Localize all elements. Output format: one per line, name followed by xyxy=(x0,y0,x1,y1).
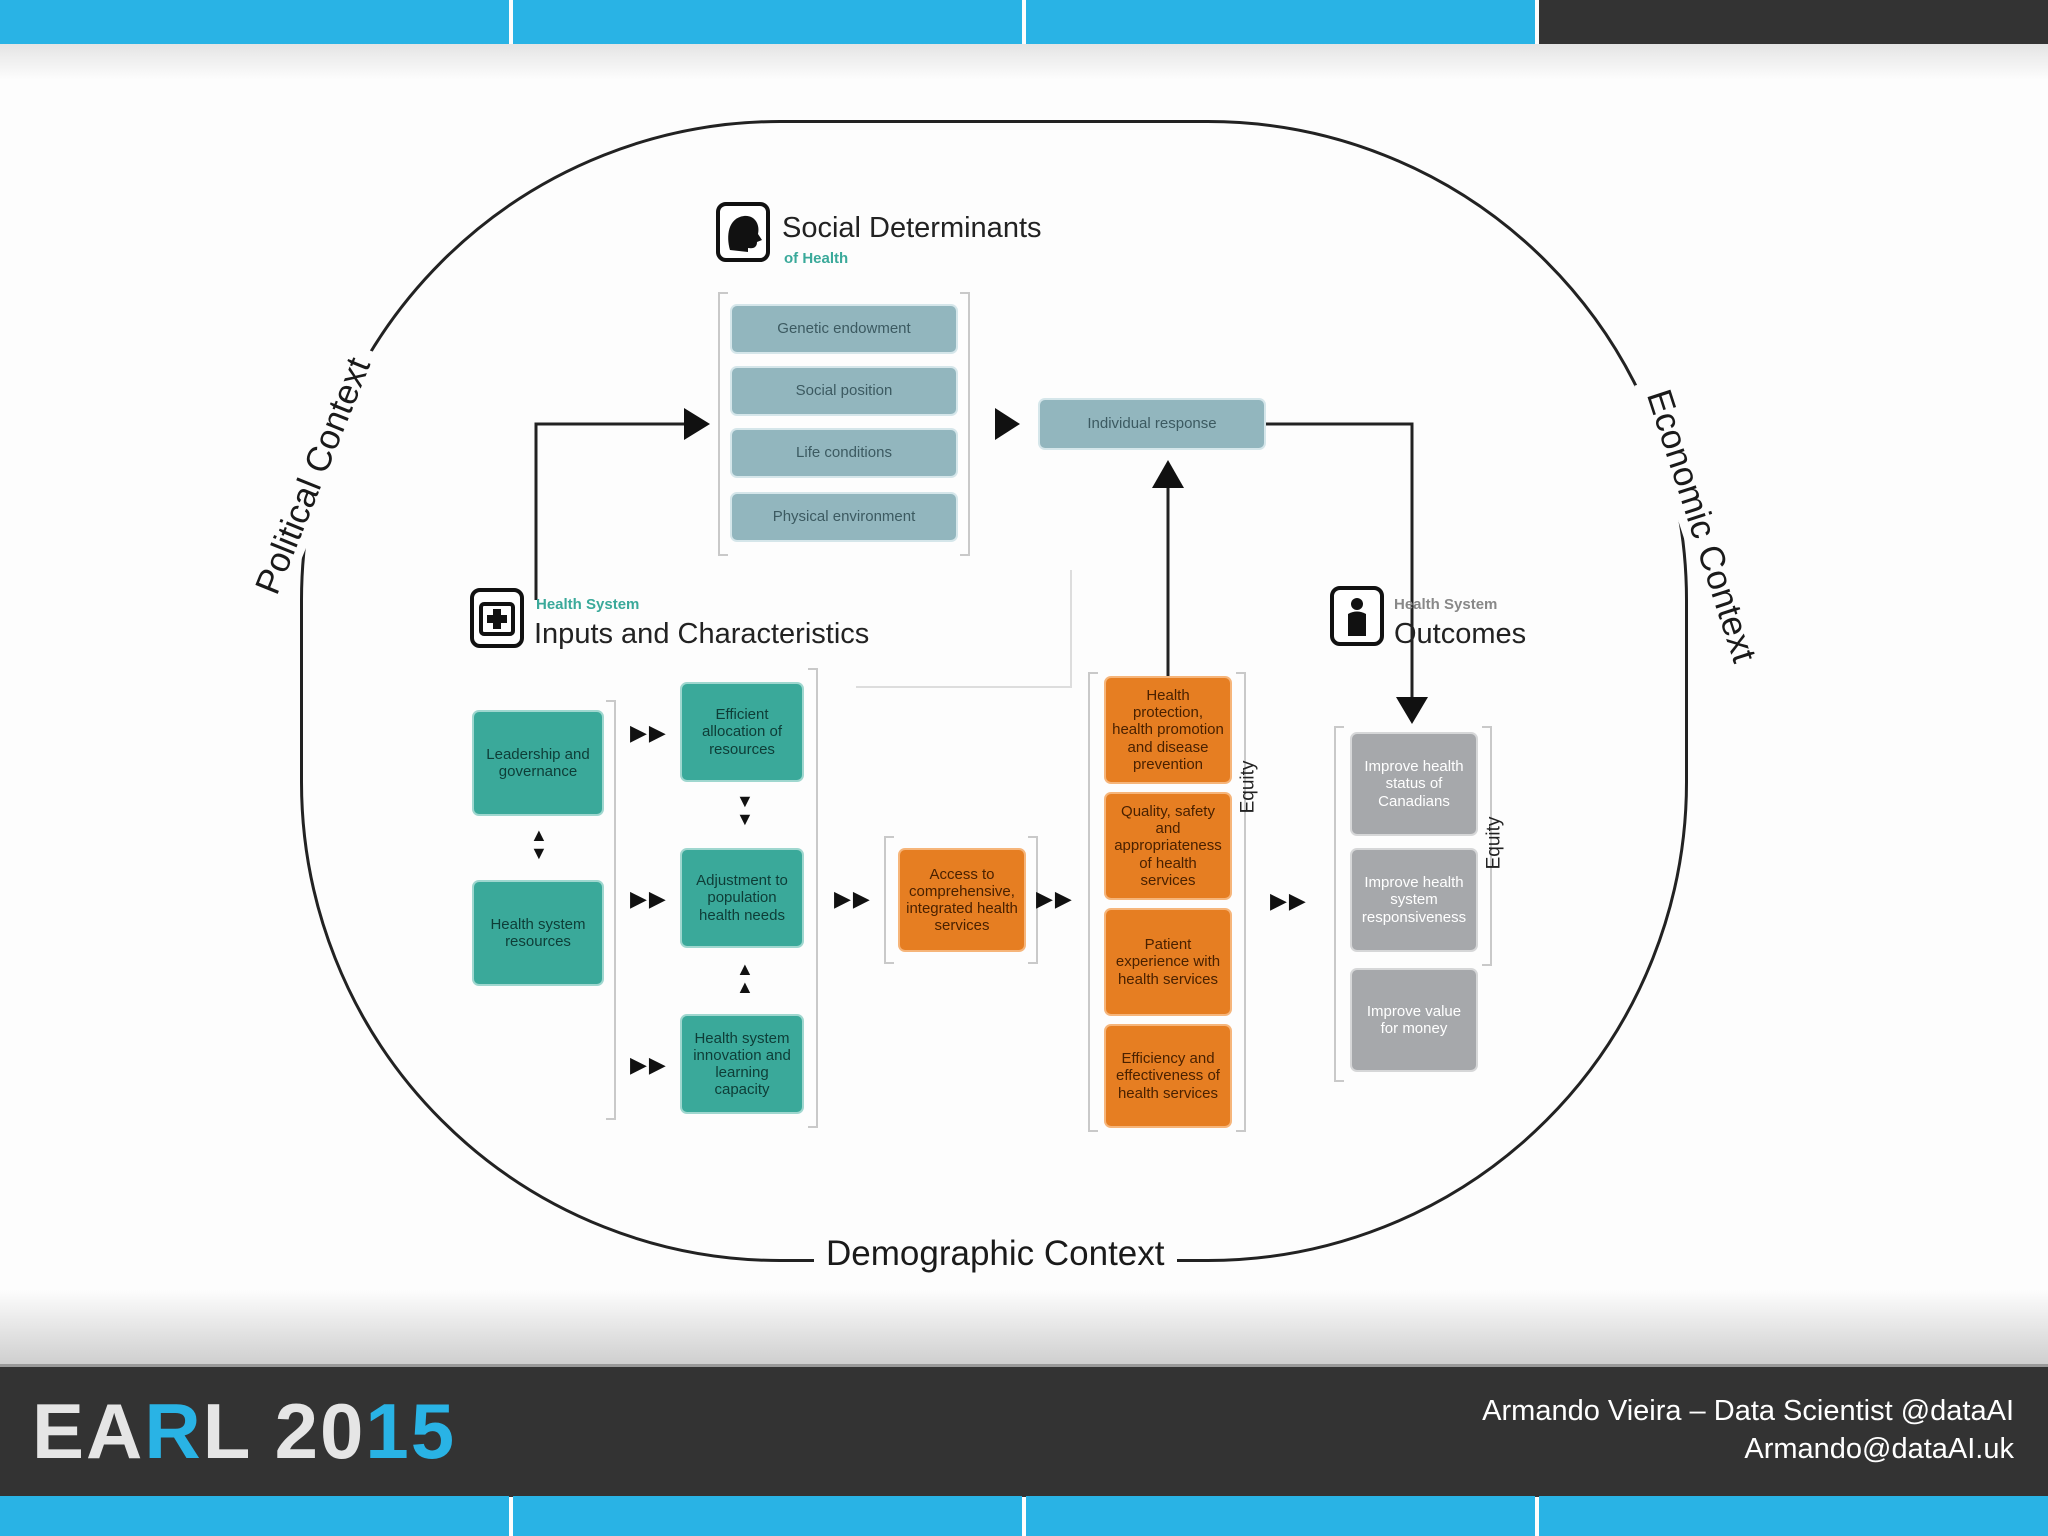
social-item: Social position xyxy=(730,366,958,416)
outcome-box: Improve health status of Canadians xyxy=(1350,732,1478,836)
bracket xyxy=(718,292,728,556)
band-segment xyxy=(0,1496,509,1536)
social-determinants-title: Social Determinants xyxy=(782,212,1042,244)
presenter-credit: Armando Vieira – Data Scientist @dataAI … xyxy=(1482,1392,2014,1468)
social-item: Physical environment xyxy=(730,492,958,542)
performance-box: Quality, safety and appropriateness of h… xyxy=(1104,792,1232,900)
double-arrow: ▶▶ xyxy=(1036,886,1074,911)
double-arrow: ▶▶ xyxy=(630,720,668,745)
outcome-box: Improve health system responsiveness xyxy=(1350,848,1478,952)
outcomes-subtitle: Health System xyxy=(1394,596,1498,613)
band-segment xyxy=(513,1496,1022,1536)
bracket xyxy=(884,836,894,964)
outcomes-title: Outcomes xyxy=(1394,618,1527,650)
earl-2015-logo: EARL 2015 xyxy=(32,1387,457,1475)
access-box: Access to comprehensive, integrated heal… xyxy=(898,848,1026,952)
social-item: Life conditions xyxy=(730,428,958,478)
bracket xyxy=(1088,672,1098,1132)
band-segment xyxy=(1026,0,1535,44)
up-arrow: ▲▲ xyxy=(736,959,754,997)
bracket xyxy=(1334,726,1344,1082)
context-frame xyxy=(300,120,1688,1262)
bidirectional-arrow: ▲▼ xyxy=(530,825,548,863)
bracket xyxy=(960,292,970,556)
inputs-subtitle: Health System xyxy=(536,596,640,613)
band-segment xyxy=(1539,0,2048,44)
social-determinants-subtitle: of Health xyxy=(784,250,849,267)
allocation-box: Efficient allocation of resources xyxy=(680,682,804,782)
medical-kit-icon xyxy=(470,588,524,648)
head-profile-icon xyxy=(716,202,770,262)
social-item: Genetic endowment xyxy=(730,304,958,354)
bracket xyxy=(1028,836,1038,964)
double-arrow: ▶▶ xyxy=(834,886,872,911)
performance-box: Patient experience with health services xyxy=(1104,908,1232,1016)
down-arrow: ▼▼ xyxy=(736,791,754,829)
inputs-title: Inputs and Characteristics xyxy=(534,618,870,650)
author-line: Armando Vieira – Data Scientist @dataAI xyxy=(1482,1395,2014,1427)
top-band xyxy=(0,0,2048,44)
band-segment xyxy=(1539,1496,2048,1536)
performance-box: Health protection, health promotion and … xyxy=(1104,676,1232,784)
top-fade xyxy=(0,44,2048,80)
double-arrow: ▶▶ xyxy=(630,1052,668,1077)
bottom-band xyxy=(0,1496,2048,1536)
bracket xyxy=(606,700,616,1120)
equity-label: Equity xyxy=(1483,816,1505,870)
band-segment xyxy=(513,0,1022,44)
innovation-box: Health system innovation and learning ca… xyxy=(680,1014,804,1114)
blank-panel xyxy=(856,570,1072,688)
leadership-box: Leadership and governance xyxy=(472,710,604,816)
adjustment-box: Adjustment to population health needs xyxy=(680,848,804,948)
band-segment xyxy=(0,0,509,44)
bracket xyxy=(1482,726,1492,966)
outcome-box: Improve value for money xyxy=(1350,968,1478,1072)
demographic-context-label: Demographic Context xyxy=(814,1234,1177,1274)
performance-box: Efficiency and effectiveness of health s… xyxy=(1104,1024,1232,1128)
bracket xyxy=(1236,672,1246,1132)
email-line: Armando@dataAI.uk xyxy=(1744,1433,2014,1465)
skyline-fade xyxy=(0,1290,2048,1364)
band-segment xyxy=(1026,1496,1535,1536)
double-arrow: ▶▶ xyxy=(1270,888,1308,913)
footer-bar xyxy=(0,1364,2048,1497)
person-icon xyxy=(1330,586,1384,646)
resources-box: Health system resources xyxy=(472,880,604,986)
bracket xyxy=(808,668,818,1128)
equity-label: Equity xyxy=(1237,760,1259,814)
individual-response-box: Individual response xyxy=(1038,398,1266,450)
double-arrow: ▶▶ xyxy=(630,886,668,911)
